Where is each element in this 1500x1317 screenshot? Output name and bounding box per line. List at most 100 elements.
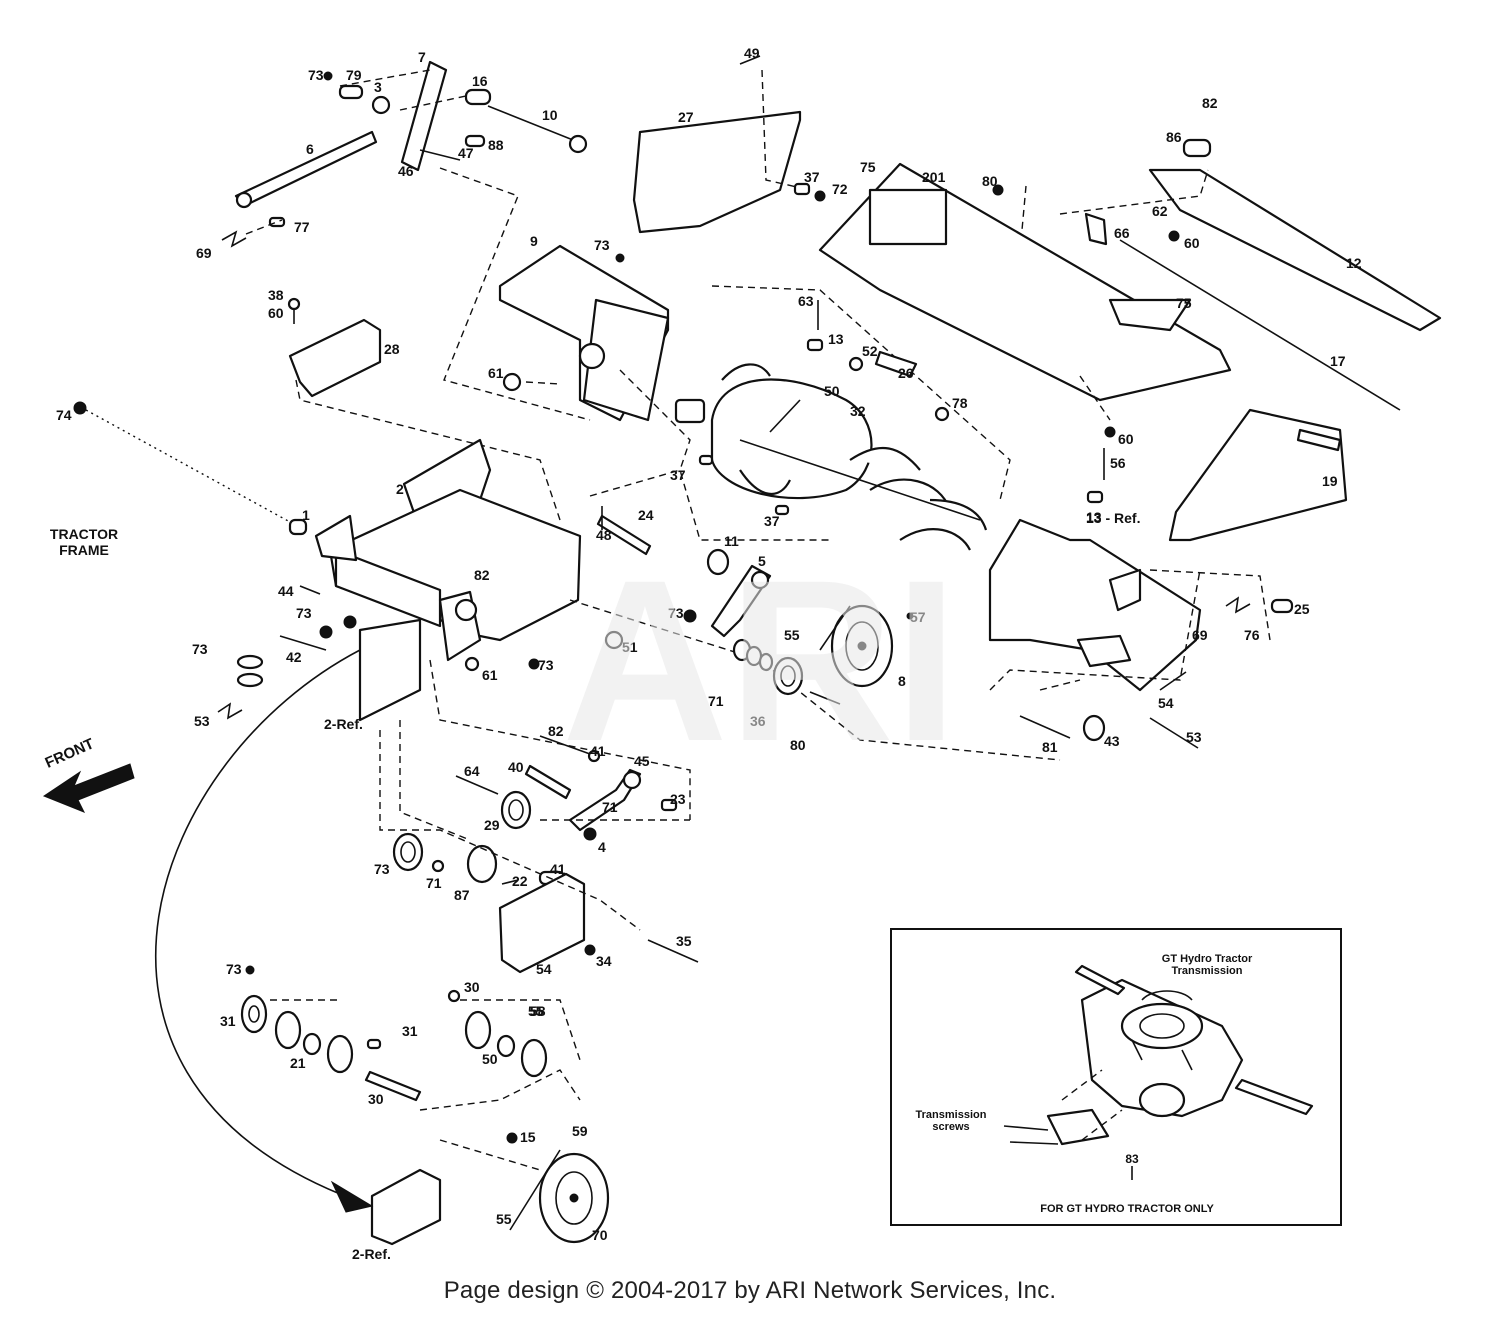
callout-5: 5 (758, 553, 766, 569)
callout-30: 30 (368, 1091, 384, 1107)
part-30 (302, 1032, 322, 1056)
callout-24: 24 (638, 507, 654, 523)
callout-41: 41 (550, 861, 566, 877)
callout-71: 71 (708, 693, 724, 709)
watermark-text: ARI (562, 540, 958, 760)
callout-49: 49 (744, 45, 760, 61)
part-24 (596, 514, 652, 556)
callout-31: 31 (402, 1023, 418, 1039)
part-82-c (1159, 671, 1187, 691)
part-37-c (774, 504, 790, 516)
part-81 (809, 691, 841, 705)
part-73-f (683, 609, 697, 623)
part-76 (1270, 598, 1294, 614)
part-71-b (500, 790, 532, 830)
callout-45: 45 (634, 753, 650, 769)
thirteen-ref-label: 13 - Ref. (1086, 510, 1141, 526)
callout-76: 76 (1244, 627, 1260, 643)
bottom-pulleys (240, 965, 610, 1246)
callout-59: 59 (572, 1123, 588, 1139)
callout-13: 13 (828, 331, 844, 347)
hydro-transmission-inset: GT Hydro Tractor Transmission Transmissi… (890, 928, 1342, 1226)
callout-73: 73 (192, 641, 208, 657)
part-49 (739, 55, 761, 65)
callout-69: 69 (196, 245, 212, 261)
callout-51: 51 (622, 639, 638, 655)
lower-linkage (379, 720, 699, 974)
part-70-belt (509, 1149, 561, 1231)
callout-37: 37 (670, 467, 686, 483)
part-32 (710, 378, 873, 500)
callout-69: 69 (1192, 627, 1208, 643)
tractor-frame-label: TRACTOR FRAME (49, 526, 119, 558)
callout-56: 56 (1110, 455, 1126, 471)
callout-3: 3 (374, 79, 382, 95)
callout-64: 64 (464, 763, 480, 779)
callout-74: 74 (56, 407, 72, 423)
callout-30: 30 (464, 979, 480, 995)
part-71 (772, 656, 804, 696)
callout-37: 37 (804, 169, 820, 185)
callout-71: 71 (602, 799, 618, 815)
part-60-nut (1168, 230, 1180, 242)
tine-assembly (674, 300, 988, 551)
callout-66: 66 (1114, 225, 1130, 241)
part-16 (464, 88, 492, 106)
callout-2: 2 (396, 481, 404, 497)
callout-82: 82 (548, 723, 564, 739)
callout-61: 61 (482, 667, 498, 683)
part-54-b (1149, 717, 1199, 749)
part-79 (338, 84, 364, 100)
callout-29: 29 (484, 817, 500, 833)
part-25-belt (819, 605, 851, 651)
callout-22: 22 (512, 873, 528, 889)
part-73-nut (323, 71, 333, 81)
callout-71: 71 (426, 875, 442, 891)
part-10-bolt (487, 105, 579, 143)
callout-80: 80 (982, 173, 998, 189)
part-69-b (1225, 596, 1251, 614)
callout-88: 88 (488, 137, 504, 153)
part-61 (502, 372, 522, 392)
callout-82: 82 (474, 567, 490, 583)
inset-screws-line1: Transmission (915, 1109, 987, 1121)
part-73-g (583, 827, 597, 841)
part-88 (464, 134, 486, 148)
part-26 (874, 350, 918, 378)
belt-route-arrow (154, 649, 374, 1213)
part-37-b (698, 454, 714, 466)
part-51 (604, 630, 624, 650)
part-58 (447, 989, 461, 1003)
part-78 (934, 406, 950, 422)
hitch-frame (73, 401, 1061, 820)
callout-10: 10 (542, 107, 558, 123)
part-3 (371, 95, 391, 115)
arrow-head (330, 1180, 374, 1213)
callout-60: 60 (1184, 235, 1200, 251)
callout-40: 40 (508, 759, 524, 775)
part-80-nut (992, 184, 1004, 196)
callout-52: 52 (862, 343, 878, 359)
inset-title-line1: GT Hydro Tractor (1161, 953, 1253, 965)
right-side (988, 375, 1348, 749)
callout-63: 63 (798, 293, 814, 309)
part-45 (587, 749, 601, 763)
part-31-b (464, 1010, 492, 1050)
part-15 (364, 1070, 422, 1102)
callout-55: 55 (496, 1211, 512, 1227)
callout-87: 87 (454, 887, 470, 903)
part-42 (279, 635, 327, 651)
part-77 (268, 216, 286, 228)
part-2-ref-bracket (370, 1168, 442, 1246)
callout-35: 35 (676, 933, 692, 949)
front-arrow-icon (42, 763, 135, 813)
axle-left (1074, 964, 1126, 996)
part-50 (366, 1038, 382, 1050)
part-37 (793, 182, 811, 196)
callout-12: 12 (1346, 255, 1362, 271)
callout-7: 7 (418, 49, 426, 65)
part-34 (498, 872, 586, 974)
part-55-c (245, 965, 255, 975)
